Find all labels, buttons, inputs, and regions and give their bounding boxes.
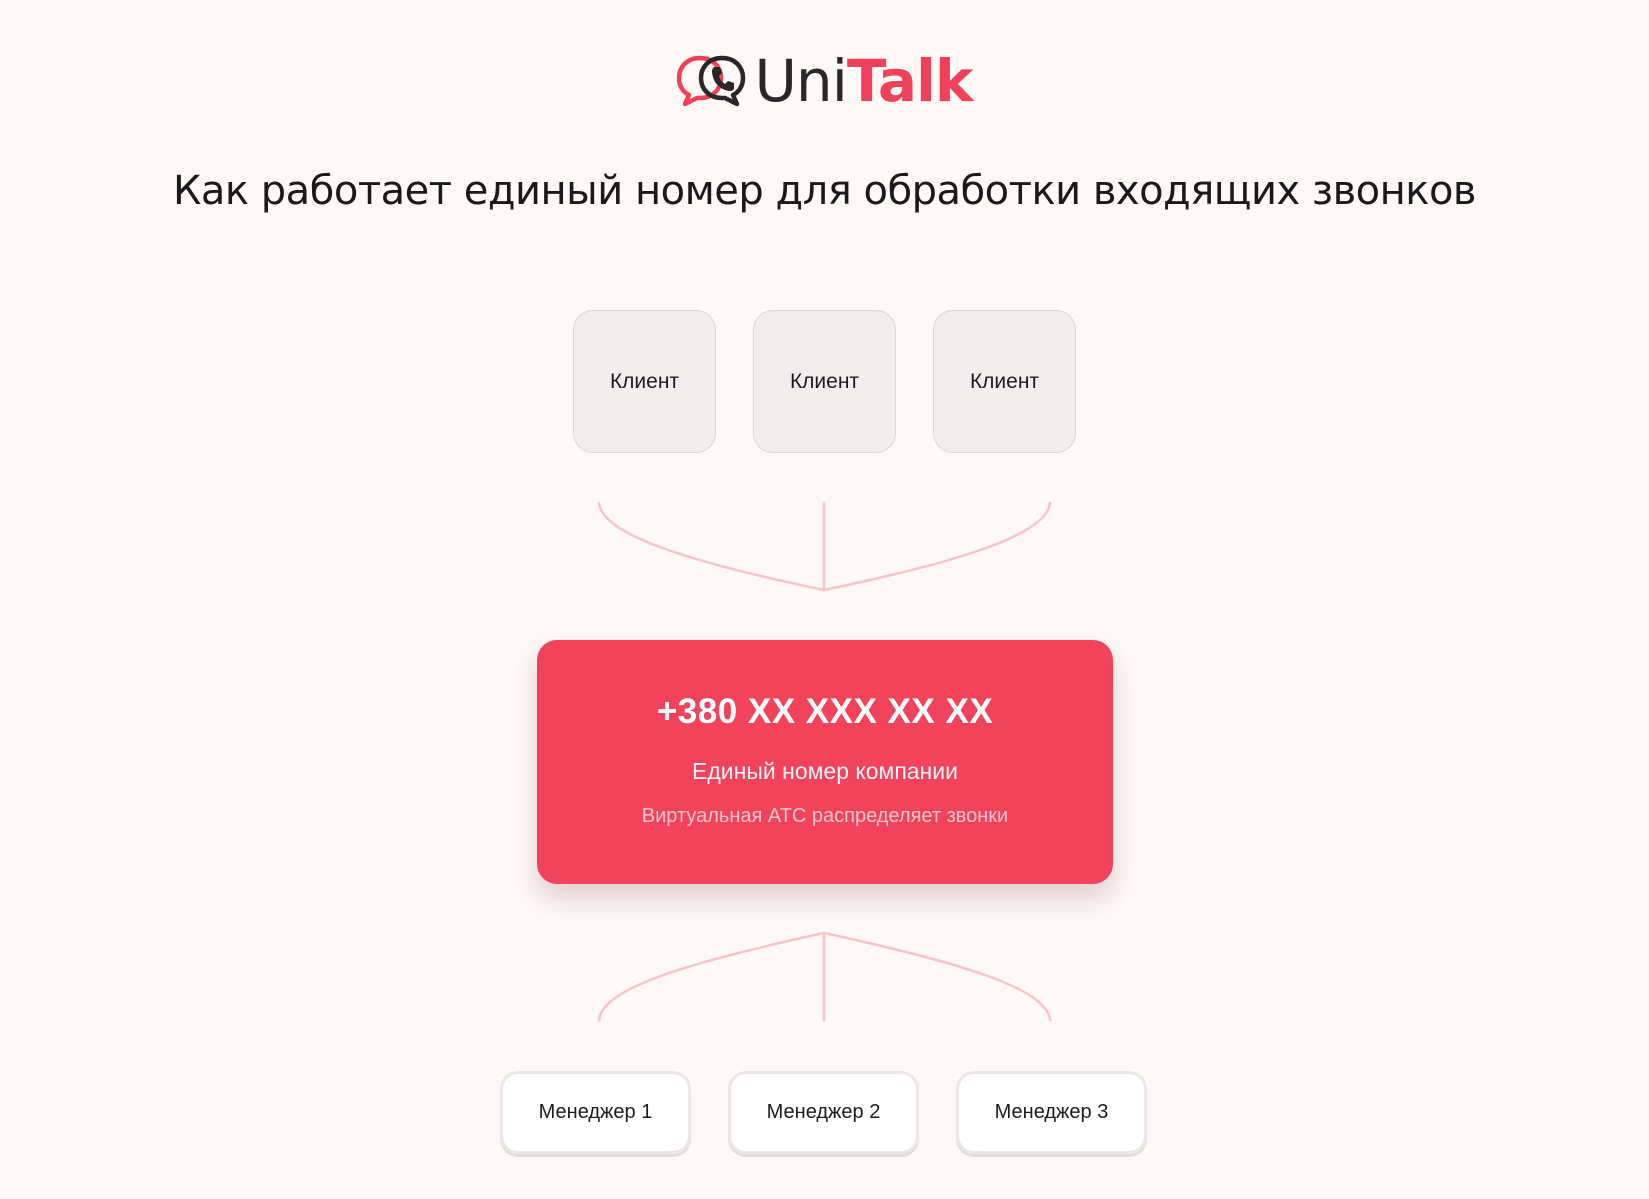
connector-manager-1 [597, 931, 826, 1022]
client-box-3: Клиент [933, 310, 1076, 453]
client-box-1: Клиент [573, 310, 716, 453]
page-title: Как работает единый номер для обработки … [172, 168, 1477, 214]
pbx-note: Виртуальная АТС распределяет звонки [641, 805, 1009, 827]
manager-box-1: Менеджер 1 [500, 1071, 691, 1154]
connector-manager-3 [822, 931, 1052, 1022]
connector-client-3 [822, 501, 1052, 592]
company-number-card: +380 XX XXX XX XX Единый номер компании … [537, 640, 1113, 884]
logo-talk-text: Talk [846, 47, 974, 115]
unitalk-wordmark: UniTalk [754, 52, 973, 110]
manager-box-2: Менеджер 2 [728, 1071, 919, 1154]
unitalk-logo: UniTalk [0, 52, 1649, 110]
connector-client-1 [597, 501, 826, 592]
phone-chat-bubble-icon [677, 55, 746, 107]
client-box-2: Клиент [753, 310, 896, 453]
company-phone-number: +380 XX XXX XX XX [656, 692, 994, 731]
company-number-caption: Единый номер компании [692, 758, 958, 784]
logo-uni-text: Uni [754, 47, 847, 115]
manager-box-3: Менеджер 3 [956, 1071, 1147, 1154]
